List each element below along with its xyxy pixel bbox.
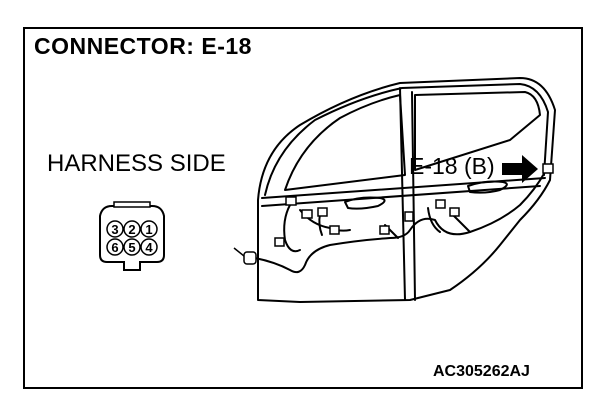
harness-connector-3 — [317, 207, 328, 217]
harness-connector-2 — [301, 209, 313, 219]
pin-5: 5 — [128, 240, 135, 255]
pin-6: 6 — [111, 240, 118, 255]
harness-connector-1 — [285, 196, 297, 206]
harness-connector-10 — [542, 163, 554, 174]
harness-connector-5 — [274, 237, 285, 247]
harness-grommet — [243, 251, 257, 265]
harness-connector-8 — [435, 199, 446, 209]
window-frame — [264, 83, 549, 196]
window-inner-front — [284, 94, 406, 191]
door-outline — [257, 77, 556, 303]
pin-4: 4 — [145, 240, 153, 255]
window-inner-rear — [414, 91, 541, 171]
connector-title: CONNECTOR: E-18 — [34, 33, 252, 59]
front-door-handle — [344, 196, 386, 210]
pin-3: 3 — [111, 222, 118, 237]
harness-connector-6 — [379, 225, 390, 235]
rear-door-handle — [467, 180, 508, 194]
harness-connector-7 — [404, 211, 414, 222]
b-pillar — [399, 87, 406, 301]
callout-arrow — [502, 155, 538, 183]
pin-1: 1 — [145, 222, 152, 237]
figure-code: AC305262AJ — [433, 363, 530, 380]
pin-2: 2 — [128, 222, 135, 237]
harness-main — [254, 171, 546, 274]
harness-connector-4 — [329, 225, 340, 235]
harness-side-label: HARNESS SIDE — [47, 150, 226, 177]
connector-face-icon: 3 2 1 6 5 4 — [99, 201, 165, 271]
harness-connector-9 — [449, 207, 460, 217]
